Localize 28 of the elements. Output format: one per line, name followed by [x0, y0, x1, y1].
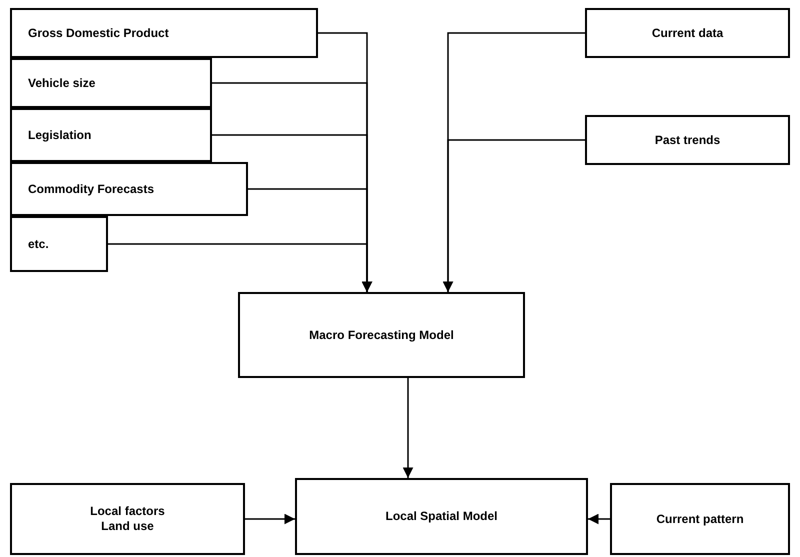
arrow [588, 514, 610, 524]
process-box [10, 216, 108, 272]
box-label: Macro Forecasting Model [309, 328, 454, 342]
process-box [238, 292, 525, 378]
process-box [585, 8, 790, 58]
process-box [295, 478, 588, 555]
box-label: Past trends [654, 132, 720, 148]
arrow [442, 139, 585, 292]
box-label: Land use [101, 519, 154, 534]
box-label: Current pattern [656, 512, 744, 526]
box-label: etc. [28, 236, 49, 252]
box-label: Commodity Forecasts [28, 182, 154, 196]
arrow [108, 243, 372, 292]
box-label: Gross Domestic Product [28, 26, 169, 40]
process-box [10, 108, 212, 162]
process-box [10, 58, 212, 108]
process-box [10, 483, 245, 555]
arrow [402, 378, 414, 478]
process-box [585, 115, 790, 165]
process-box [10, 162, 248, 216]
box-label: Legislation [28, 128, 92, 142]
process-box [610, 483, 790, 555]
box-label: Local factors [90, 504, 165, 519]
box-label: Current data [652, 26, 724, 40]
box-label: Vehicle size [28, 76, 96, 90]
box-label: Local Spatial Model [385, 509, 498, 524]
process-box [10, 8, 318, 58]
arrow [245, 514, 295, 524]
